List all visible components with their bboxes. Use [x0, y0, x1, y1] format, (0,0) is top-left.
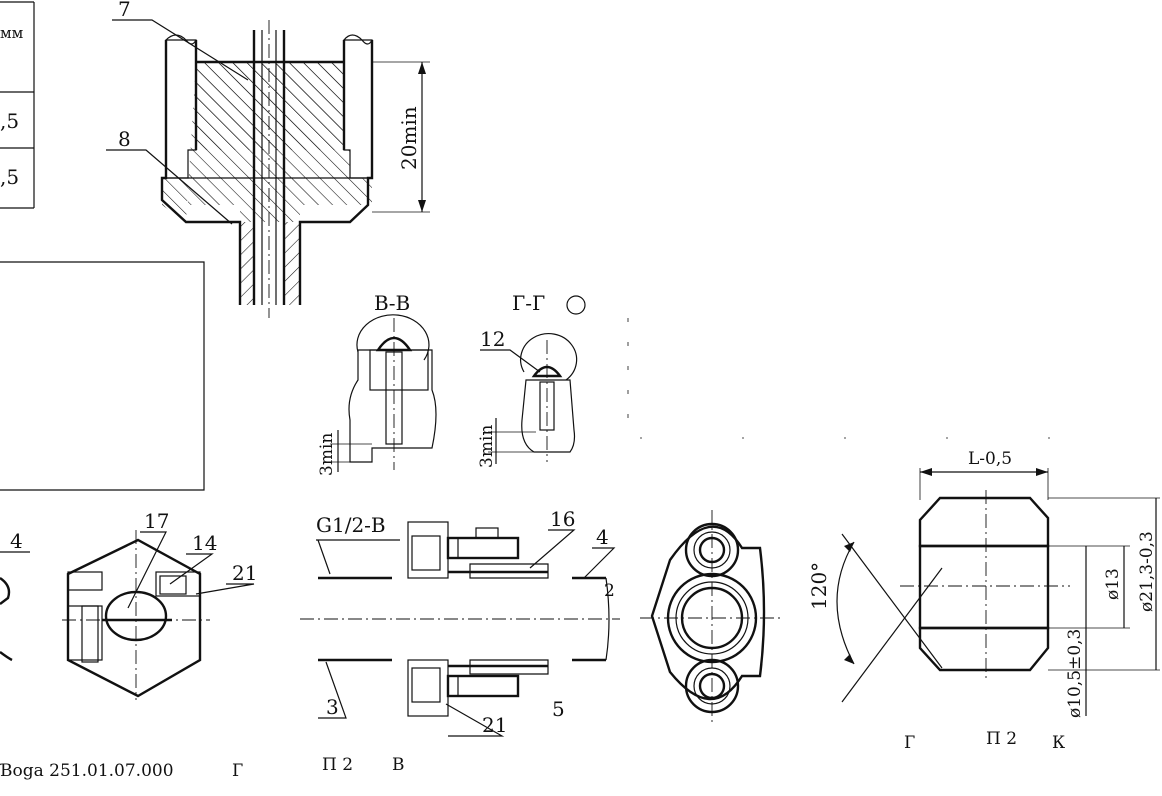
dim-dia105: ø10,5±0,3	[1065, 629, 1085, 718]
section-gg-title: Г-Г	[512, 291, 545, 315]
table-cell-1: ,5	[0, 109, 19, 133]
dim-angle: 120°	[807, 562, 831, 610]
footer-p2: П 2	[986, 729, 1017, 749]
callout-21-a: 21	[232, 561, 257, 585]
callout-14: 14	[192, 531, 217, 555]
callout-4-right: 4	[596, 525, 609, 549]
dim-dia21: ø21,3-0,3	[1137, 531, 1157, 612]
callout-12: 12	[480, 327, 505, 351]
footer-g2: Г	[904, 733, 915, 753]
section-vv: В-В 3min	[317, 291, 437, 476]
callout-16: 16	[550, 507, 575, 531]
empty-frame	[0, 261, 205, 491]
footer: Ɓoga 251.01.07.000 Г П 2 В Г П 2 К	[0, 729, 1065, 781]
flange-front-view	[640, 510, 784, 726]
dim-length: L-0,5	[968, 449, 1012, 469]
dim-dia13: ø13	[1103, 568, 1123, 600]
hex-clamp-view: 17 14 21	[62, 509, 257, 700]
dim-3min-b: 3min	[477, 425, 497, 468]
pipe-assembly-view: G1/2-B 16 4 3 21 5 2	[300, 507, 620, 737]
callout-17: 17	[144, 509, 169, 533]
dotted-row	[627, 318, 1080, 439]
footer-g1: Г	[232, 761, 243, 781]
dim-20min: 20min	[397, 106, 421, 170]
callout-2: 2	[604, 581, 615, 601]
clamp-fragment-left: 4	[0, 529, 30, 662]
callout-8: 8	[118, 127, 131, 151]
bushing-section: 120° L-0,5 ø13 ø21,3-0,3 ø10,5±0,3	[807, 449, 1160, 718]
table-cell-2: ,5	[0, 165, 19, 189]
fitting-section-view: 20min 7 8	[106, 0, 430, 318]
dim-3min-a: 3min	[317, 433, 337, 476]
drawing-number: Ɓoga 251.01.07.000	[0, 761, 174, 781]
dim-thread: G1/2-B	[316, 513, 386, 537]
spec-table: мм ,5 ,5	[0, 1, 35, 209]
table-header: мм	[0, 24, 24, 42]
callout-4-left: 4	[10, 529, 23, 553]
section-vv-title: В-В	[374, 291, 410, 315]
callout-21-b: 21	[482, 713, 507, 737]
section-gg: Г-Г 12 3min	[477, 291, 586, 468]
callout-7: 7	[118, 0, 131, 21]
callout-15: 5	[552, 697, 565, 721]
footer-v1: В	[392, 755, 405, 775]
footer-k2: К	[1052, 733, 1065, 753]
footer-p1: П 2	[322, 755, 353, 775]
callout-3: 3	[326, 695, 339, 719]
